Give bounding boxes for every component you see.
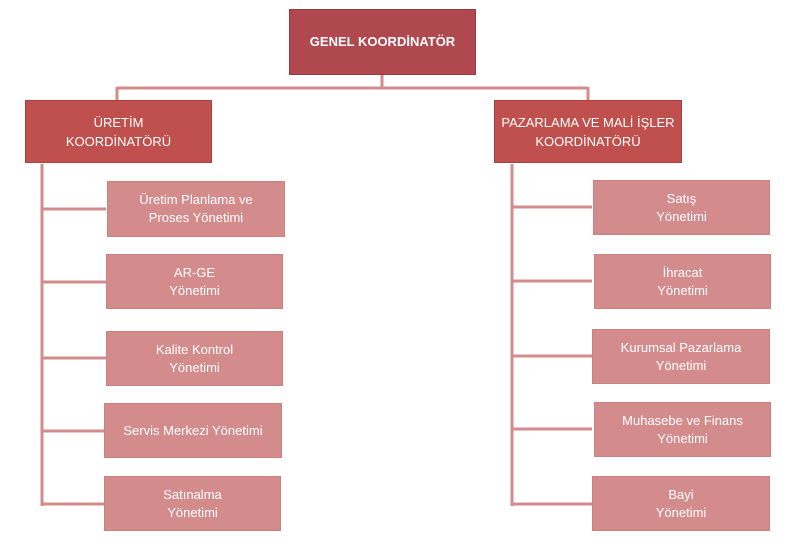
general-coordinator-label: GENEL KOORDİNATÖR xyxy=(309,34,456,49)
unit-production-planning: Üretim Planlama ve Proses Yönetimi xyxy=(107,181,285,237)
unit-label: AR-GE Yönetimi xyxy=(169,264,220,298)
unit-accounting-finance: Muhasebe ve Finans Yönetimi xyxy=(594,402,771,457)
production-coordinator-label: ÜRETİM KOORDİNATÖRÜ xyxy=(65,114,172,149)
unit-corporate-marketing: Kurumsal Pazarlama Yönetimi xyxy=(592,329,770,384)
unit-label: Üretim Planlama ve Proses Yönetimi xyxy=(139,192,253,225)
unit-quality-control: Kalite Kontrol Yönetimi xyxy=(106,331,283,386)
unit-label: Kurumsal Pazarlama Yönetimi xyxy=(620,339,742,373)
unit-sales: Satış Yönetimi xyxy=(593,180,770,235)
unit-purchasing: Satınalma Yönetimi xyxy=(104,476,281,531)
unit-label: Bayi Yönetimi xyxy=(655,486,707,520)
unit-rnd: AR-GE Yönetimi xyxy=(106,254,283,309)
unit-label: Satınalma Yönetimi xyxy=(163,486,222,520)
unit-dealer: Bayi Yönetimi xyxy=(592,476,770,531)
unit-label: Servis Merkezi Yönetimi xyxy=(123,422,263,438)
unit-label: İhracat Yönetimi xyxy=(657,264,708,298)
unit-label: Satış Yönetimi xyxy=(656,190,707,224)
production-coordinator-box: ÜRETİM KOORDİNATÖRÜ xyxy=(25,100,212,163)
unit-service-center: Servis Merkezi Yönetimi xyxy=(104,403,282,458)
unit-label: Muhasebe ve Finans Yönetimi xyxy=(622,412,743,446)
general-coordinator-box: GENEL KOORDİNATÖR xyxy=(289,9,476,75)
unit-export: İhracat Yönetimi xyxy=(594,254,771,309)
marketing-finance-coordinator-label: PAZARLAMA VE MALİ İŞLER KOORDİNATÖRÜ xyxy=(501,114,675,149)
marketing-finance-coordinator-box: PAZARLAMA VE MALİ İŞLER KOORDİNATÖRÜ xyxy=(494,100,682,163)
unit-label: Kalite Kontrol Yönetimi xyxy=(155,341,234,375)
